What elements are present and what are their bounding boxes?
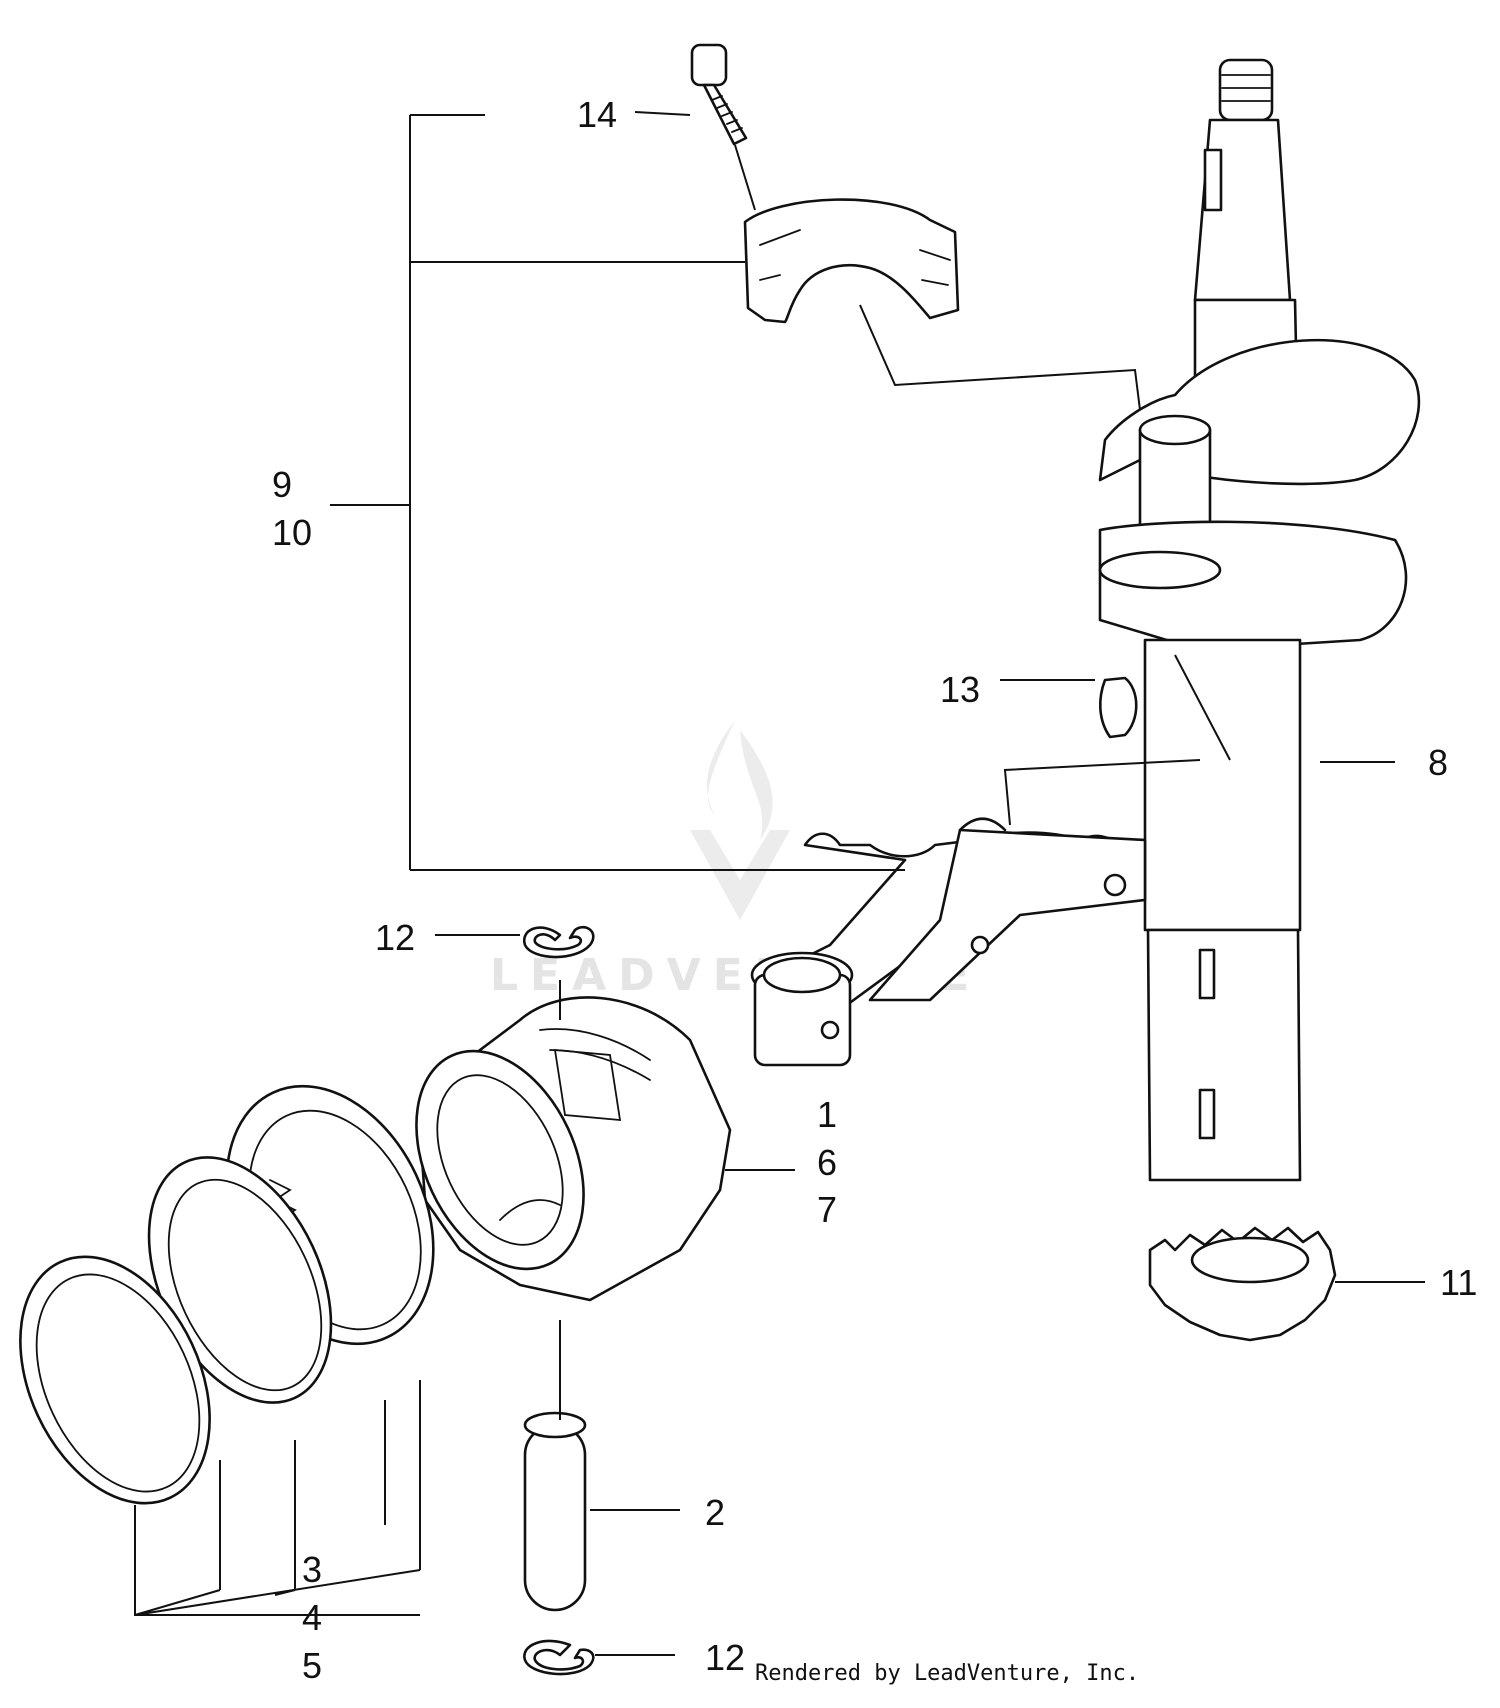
callout-13: 13 (940, 669, 980, 710)
callout-12-bottom: 12 (705, 1637, 745, 1678)
piston-pin-circlip-bottom (523, 1639, 595, 1676)
callout-10: 10 (272, 512, 312, 553)
woodruff-key (1099, 676, 1138, 739)
piston (415, 996, 732, 1302)
flame-v-logo-icon (690, 720, 790, 920)
callout-8: 8 (1428, 742, 1448, 783)
leader-lines (134, 111, 1425, 1656)
callout-6: 6 (817, 1142, 837, 1183)
connecting-rod-bolt (690, 43, 748, 146)
callout-12-top: 12 (375, 917, 415, 958)
callout-labels: 14 9 10 13 8 12 1 6 7 11 2 3 4 5 12 (272, 94, 1477, 1686)
crank-gear (1148, 1226, 1337, 1342)
callout-7: 7 (817, 1189, 837, 1230)
callout-9: 9 (272, 464, 292, 505)
rendered-by-credit: Rendered by LeadVenture, Inc. (755, 1661, 1139, 1686)
connecting-rod (750, 817, 1147, 1067)
crankshaft (1098, 58, 1421, 1182)
piston-pin-circlip-top (522, 925, 595, 959)
callout-1: 1 (817, 1094, 837, 1135)
callout-2: 2 (705, 1492, 725, 1533)
piston-pin (523, 1411, 587, 1612)
callout-11: 11 (1440, 1262, 1477, 1303)
callout-4: 4 (302, 1597, 322, 1638)
callout-14: 14 (577, 94, 617, 135)
callout-5: 5 (302, 1645, 322, 1686)
piston-rings (19, 1084, 435, 1505)
callout-3: 3 (302, 1549, 322, 1590)
connecting-rod-cap (743, 198, 960, 324)
